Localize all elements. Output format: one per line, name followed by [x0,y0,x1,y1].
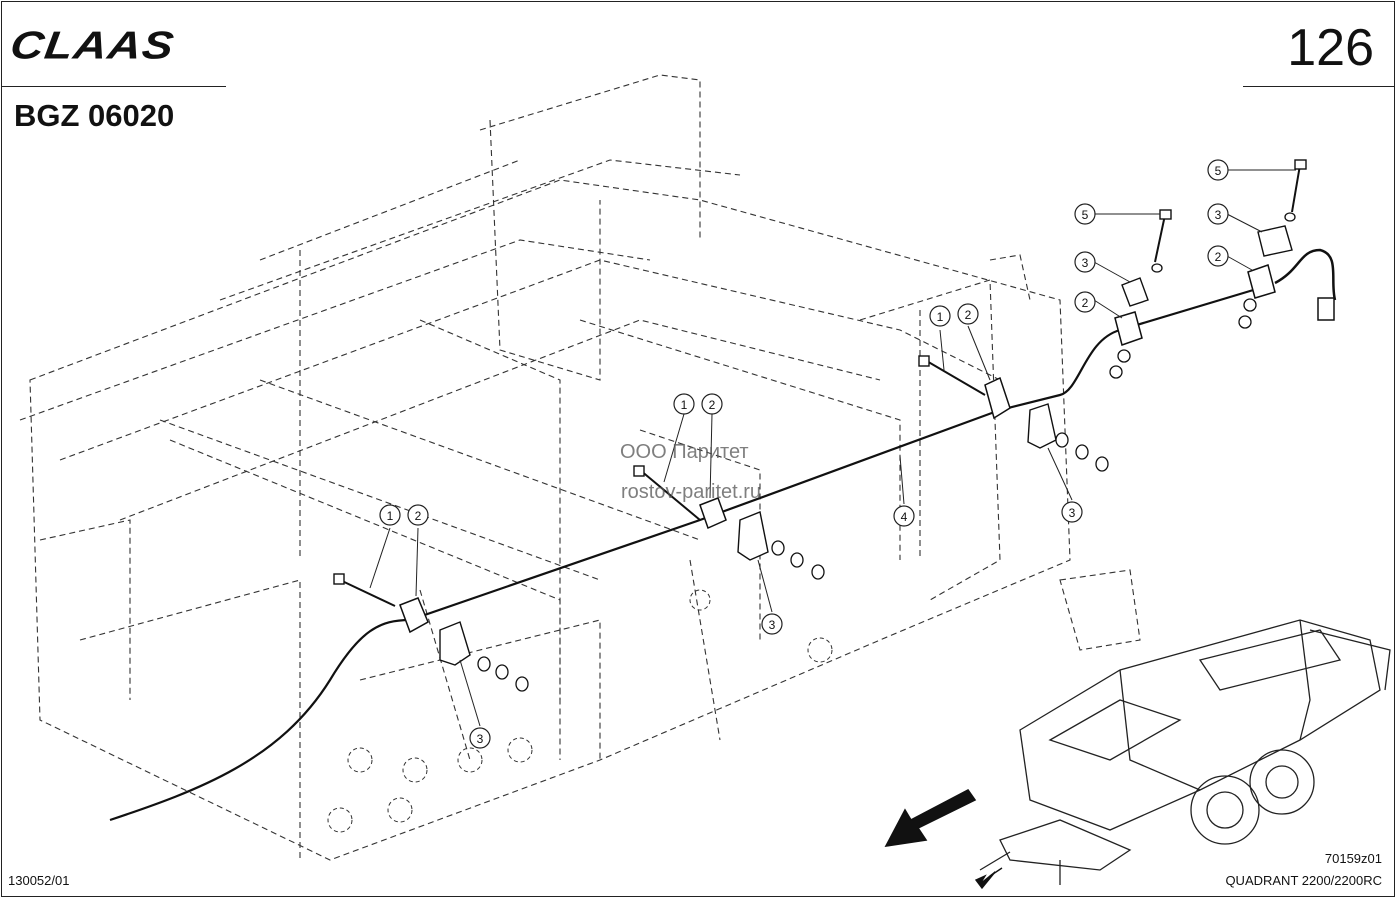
cable-clamps [399,264,1276,634]
callout-label: 2 [1215,250,1222,264]
callout-5: 5 [1074,203,1096,225]
callout-3: 3 [761,613,783,635]
callout-label: 3 [477,732,484,746]
bolt-heads [333,159,1307,585]
callout-label: 3 [1215,208,1222,222]
callout-2: 2 [957,303,979,325]
baler-inset-sketch [979,619,1391,885]
callout-circle [893,505,915,527]
callout-2: 2 [1074,291,1096,313]
callout-label: 1 [681,398,688,412]
callout-circle [1207,203,1229,225]
leader-lines [369,169,1296,727]
callout-1: 1 [929,305,951,327]
callout-label: 1 [387,509,394,523]
callout-label: 2 [965,308,972,322]
callout-circle [407,504,429,526]
callout-circle [1074,203,1096,225]
callout-label: 2 [1082,296,1089,310]
callout-label: 5 [1215,164,1222,178]
callout-circle [701,393,723,415]
cable-assembly [109,248,1337,822]
header-rule-left [2,86,226,87]
frame-outline-dashed [19,74,1141,861]
callout-label: 2 [415,509,422,523]
callout-label: 3 [1069,506,1076,520]
callout-circle [957,303,979,325]
callout-circle [929,305,951,327]
callout-circle [761,613,783,635]
callout-3: 3 [1074,251,1096,273]
callout-label: 3 [769,618,776,632]
electrical-connector [1317,297,1335,321]
reference-code: 130052/01 [8,873,70,888]
callout-3: 3 [1207,203,1229,225]
callout-1: 1 [673,393,695,415]
washers-and-nuts [477,212,1296,692]
callout-circle [1074,251,1096,273]
callout-group: 1 2 3 1 2 3 1 2 4 3 5 3 2 5 3 2 [379,159,1229,749]
callout-2: 2 [701,393,723,415]
callout-2: 2 [1207,245,1229,267]
callout-label: 1 [937,310,944,324]
callout-label: 3 [1082,256,1089,270]
callout-circle [673,393,695,415]
document-code: BGZ 06020 [14,98,175,133]
watermark-company: ООО Паритет [620,441,749,463]
callout-1: 1 [379,504,401,526]
callout-circle [469,727,491,749]
watermark-url: rostov-paritet.ru [621,481,762,503]
callout-label: 4 [901,510,908,524]
callout-circle [1207,245,1229,267]
callout-circle [1207,159,1229,181]
callout-circle [379,504,401,526]
callout-2: 2 [407,504,429,526]
direction-arrow-large [884,788,977,848]
callout-4: 4 [893,505,915,527]
machine-model: QUADRANT 2200/2200RC [1225,873,1382,888]
callout-5: 5 [1207,159,1229,181]
callout-label: 5 [1082,208,1089,222]
direction-arrow-small [974,867,1003,890]
page-number: 126 [1287,19,1374,77]
brackets [439,225,1293,666]
header-rule-right [1243,86,1395,87]
bolts [339,164,1301,607]
callout-3: 3 [469,727,491,749]
callout-circle [1061,501,1083,523]
figure-number: 70159z01 [1324,851,1382,866]
frame-holes [327,589,833,833]
callout-label: 2 [709,398,716,412]
callout-circle [1074,291,1096,313]
callout-3: 3 [1061,501,1083,523]
